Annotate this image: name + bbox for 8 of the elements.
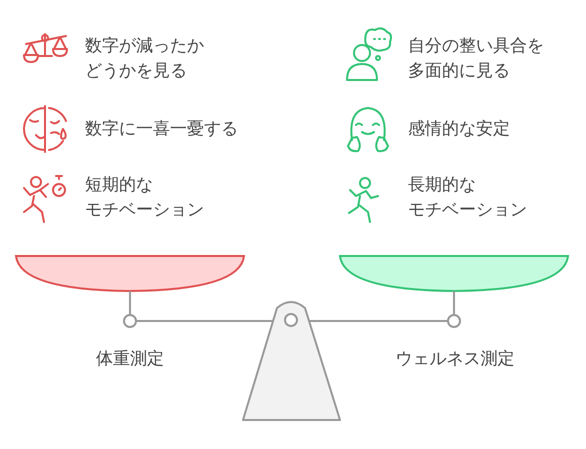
item-text: 短期的なモチベーション bbox=[85, 174, 204, 222]
item-text: 数字に一喜一憂する bbox=[85, 118, 238, 141]
item-text: 感情的な安定 bbox=[408, 118, 510, 141]
scale-pan-label: 体重測定 bbox=[96, 348, 164, 371]
item-text: 数字が減ったかどうかを見る bbox=[85, 35, 204, 83]
item-text: 長期的なモチベーション bbox=[408, 174, 527, 222]
item-text: 自分の整い具合を多面的に見る bbox=[408, 35, 544, 83]
scale-pan-label: ウェルネス測定 bbox=[396, 348, 514, 371]
